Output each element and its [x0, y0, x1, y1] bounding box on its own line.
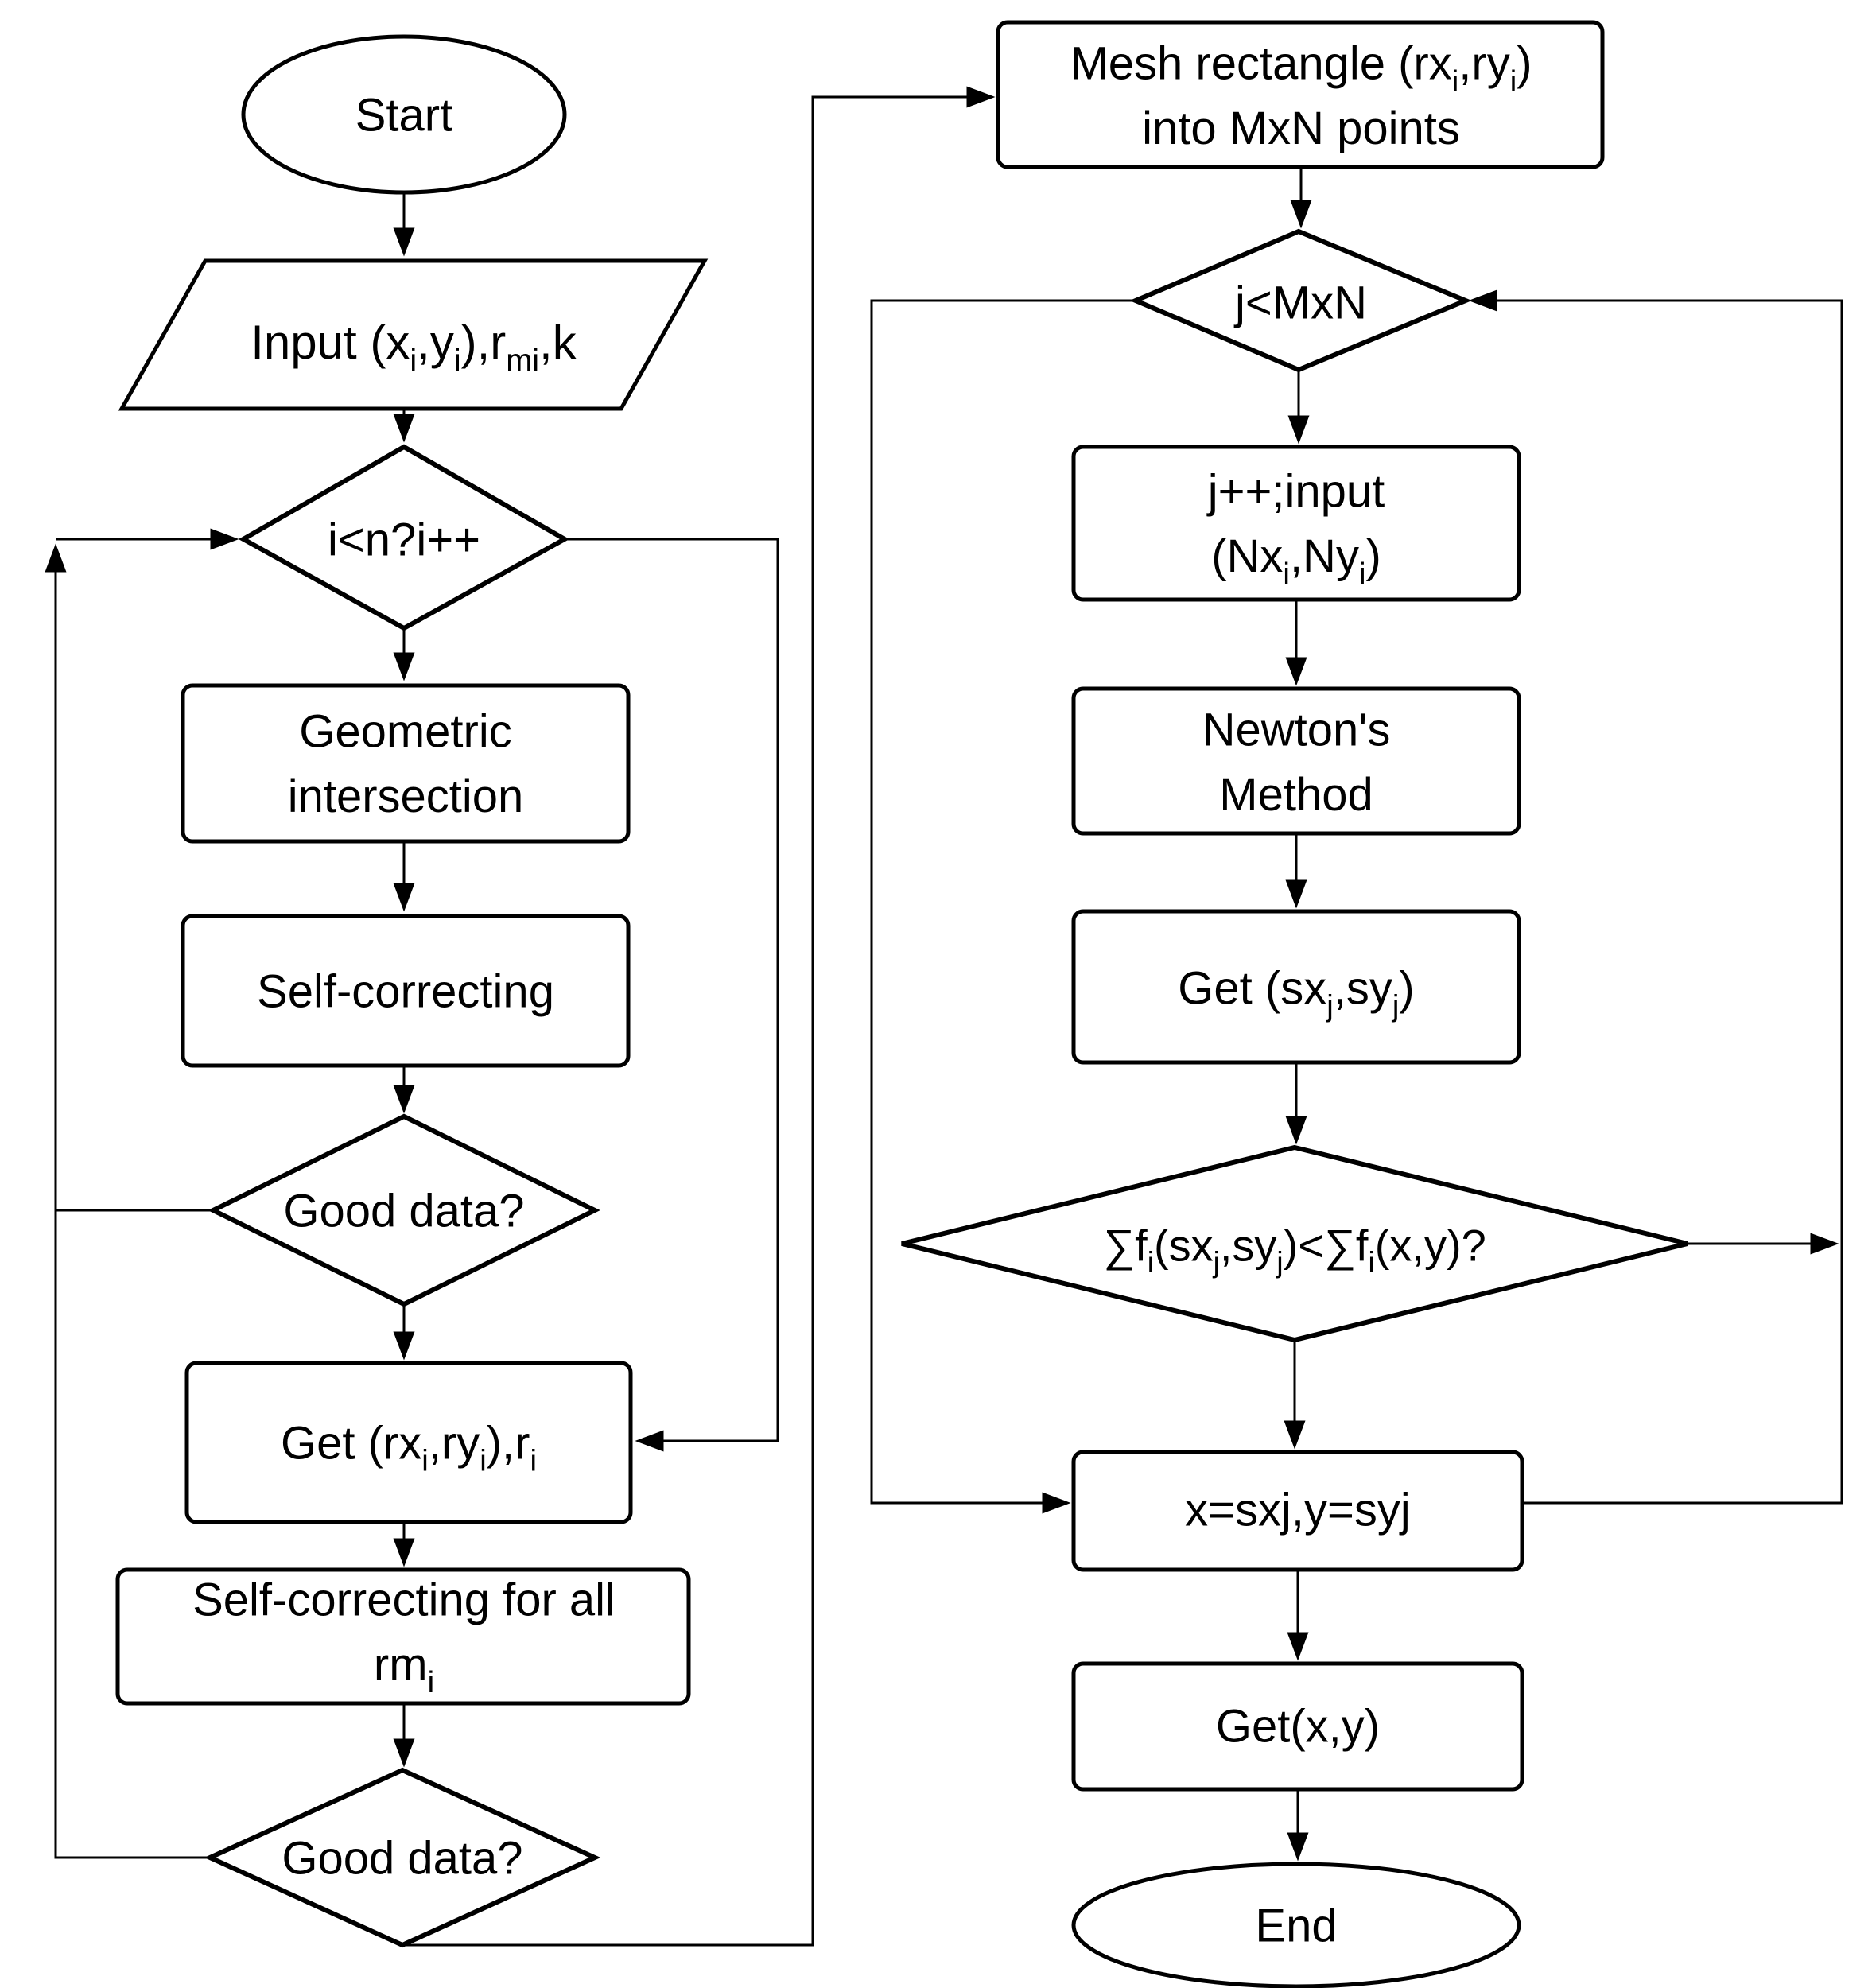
node-end: End	[1071, 1862, 1521, 1988]
j-input-label: j++;input(Nxi,Nyi)	[1206, 466, 1385, 591]
start-terminator-shape	[241, 34, 567, 195]
node-sum-test: ∑fi(sxj,syj)<∑fi(x,y)?	[901, 1144, 1688, 1343]
good-data-1-label: Good data?	[283, 1185, 524, 1237]
node-i-loop: i<n?i++	[238, 444, 570, 631]
good-data-2-label: Good data?	[282, 1832, 522, 1884]
node-mesh: Mesh rectangle (rxi,ryi)into MxN points	[996, 20, 1605, 169]
j-loop-decision-shape	[1129, 228, 1472, 373]
edges	[45, 86, 1843, 1947]
assign-label: x=sxj,y=syj	[1185, 1484, 1411, 1536]
edge-j-loop-left-to-assign	[870, 299, 1136, 1514]
sum-test-decision-shape	[901, 1144, 1688, 1343]
get-r-process-shape	[184, 1361, 633, 1524]
node-good-data-2: Good data?	[204, 1767, 601, 1948]
j-input-process-shape	[1071, 445, 1521, 602]
node-assign: x=sxj,y=syj	[1071, 1450, 1524, 1572]
node-j-input: j++;input(Nxi,Nyi)	[1071, 445, 1521, 602]
get-s-process-shape	[1071, 909, 1521, 1065]
node-j-loop: j<MxN	[1129, 228, 1472, 373]
get-r-label: Get (rxi,ryi),ri	[281, 1417, 537, 1477]
end-terminator-shape	[1071, 1862, 1521, 1988]
end-label: End	[1255, 1900, 1337, 1951]
geometric-process-shape	[181, 683, 631, 844]
get-s-label: Get (sxj,syj)	[1178, 962, 1414, 1023]
edge-right-return-to-j-loop	[1468, 289, 1843, 1505]
mesh-label: Mesh rectangle (rxi,ryi)into MxN points	[1070, 38, 1532, 154]
get-xy-label: Get(x,y)	[1216, 1700, 1380, 1752]
j-loop-label: j<MxN	[1233, 277, 1367, 328]
i-loop-label: i<n?i++	[328, 514, 480, 565]
node-good-data-1: Good data?	[208, 1113, 600, 1307]
node-self-correcting: Self-correcting	[181, 914, 631, 1068]
mesh-process-shape	[996, 20, 1605, 169]
good-data-2-decision-shape	[204, 1767, 601, 1948]
i-loop-decision-shape	[238, 444, 570, 631]
edge-good-data-2-left-loop-up	[45, 543, 210, 1859]
input-label: Input (xi,yi),rmi,k	[251, 316, 577, 379]
get-xy-process-shape	[1071, 1661, 1524, 1792]
node-start: Start	[241, 34, 567, 195]
edge-good-data-2-to-mesh	[402, 86, 996, 1947]
node-get-xy: Get(x,y)	[1071, 1661, 1524, 1792]
good-data-1-decision-shape	[208, 1113, 600, 1307]
input-parallelogram-shape	[118, 258, 709, 411]
edge-i-loop-bypass-to-get-r	[565, 538, 779, 1452]
sum-test-label: ∑fi(sxj,syj)<∑fi(x,y)?	[1103, 1221, 1486, 1279]
node-get-s: Get (sxj,syj)	[1071, 909, 1521, 1065]
self-correcting-process-shape	[181, 914, 631, 1068]
self-correcting-label: Self-correcting	[257, 965, 554, 1017]
self-correcting-all-process-shape	[115, 1567, 691, 1706]
node-get-r: Get (rxi,ryi),ri	[184, 1361, 633, 1524]
assign-process-shape	[1071, 1450, 1524, 1572]
node-input: Input (xi,yi),rmi,k	[118, 258, 709, 411]
newton-process-shape	[1071, 686, 1521, 836]
start-label: Start	[355, 89, 453, 141]
